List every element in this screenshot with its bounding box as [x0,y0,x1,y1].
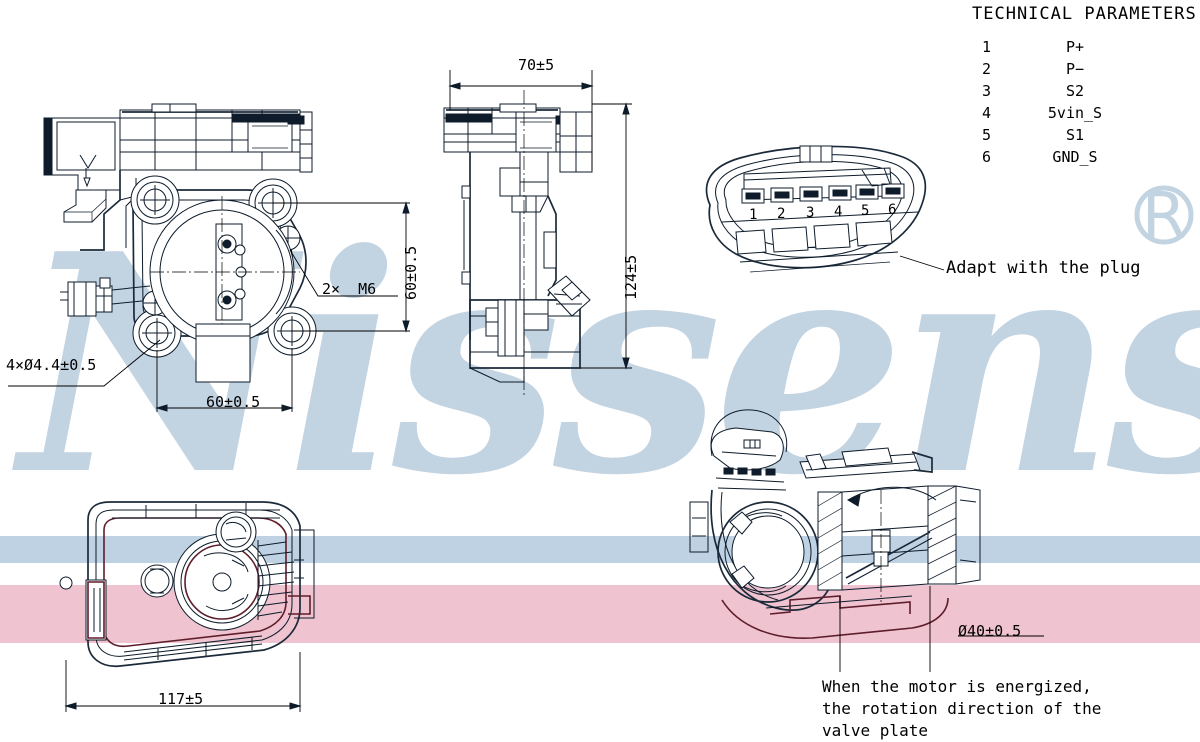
rotation-note-line: When the motor is energized, [822,677,1092,696]
cover-gear-teeth [257,540,295,620]
tech-param-number-6: 6 [982,148,992,166]
connector-callout-label: Adapt with the plug [946,258,1141,278]
view-connector-plug [705,145,927,273]
view-bottom-cover [59,501,315,668]
leader-connector-callout [899,255,945,271]
cover-gear-boss [173,533,271,631]
dim-bore-diameter-label: Ø40±0.5 [958,622,1022,640]
tech-param-name-3: S2 [1065,82,1085,100]
dim-front-width-label: 60±0.5 [206,393,261,411]
mounting-boss-tl [130,175,180,225]
rotation-note-line: valve plate [822,721,928,740]
view-front-throttle-body [43,103,317,383]
dim-front-height [273,201,410,333]
dim-front-width [155,348,294,412]
tech-param-name-4: 5vin_S [1047,104,1103,122]
tech-param-number-1: 1 [982,38,992,56]
rotation-note-line: the rotation direction of the [822,699,1102,718]
tech-params-heading: TECHNICAL PARAMETERS [972,4,1197,24]
rotation-note: When the motor is energized, the rotation… [822,676,1101,742]
connector-pin-3: 3 [806,205,815,221]
tech-param-number-5: 5 [982,126,992,144]
connector-pin-2: 2 [777,206,786,222]
connector-pins [741,183,905,204]
tech-param-number-3: 3 [982,82,992,100]
dim-front-holes-label: 4×Ø4.4±0.5 [6,356,97,374]
connector-pin-5: 5 [861,203,870,219]
tech-param-name-1: P+ [1065,38,1085,56]
dim-side-height [580,102,632,370]
leader-front-holes [8,339,161,387]
dim-front-height-label: 60±0.5 [402,245,420,300]
connector-pin-6: 6 [888,202,897,218]
leader-front-threads [289,249,398,297]
dim-bottom-width-label: 117±5 [158,690,204,708]
dim-side-width-label: 70±5 [518,56,555,74]
dim-front-threads-label: 2× M6 [322,280,377,298]
tech-param-number-4: 4 [982,104,992,122]
tech-param-name-5: S1 [1065,126,1085,144]
cover-hole-center [140,564,174,598]
connector-pin-1: 1 [749,207,758,223]
section-hatch-right [927,485,957,585]
tech-param-name-2: P− [1065,60,1085,78]
section-hatch-left [817,491,843,591]
view-section-isometric [689,409,981,672]
view-side-throttle-body [443,90,593,396]
connector-pin-4: 4 [834,204,843,220]
rotation-arrow [846,486,937,507]
section-plug-pins [723,467,776,476]
tech-param-number-2: 2 [982,60,992,78]
dim-bottom-width [64,652,302,712]
dim-side-height-label: 124±5 [622,254,640,300]
tech-param-name-6: GND_S [1052,148,1098,166]
dim-side-width [448,70,594,170]
cover-boss-upper [215,511,257,553]
